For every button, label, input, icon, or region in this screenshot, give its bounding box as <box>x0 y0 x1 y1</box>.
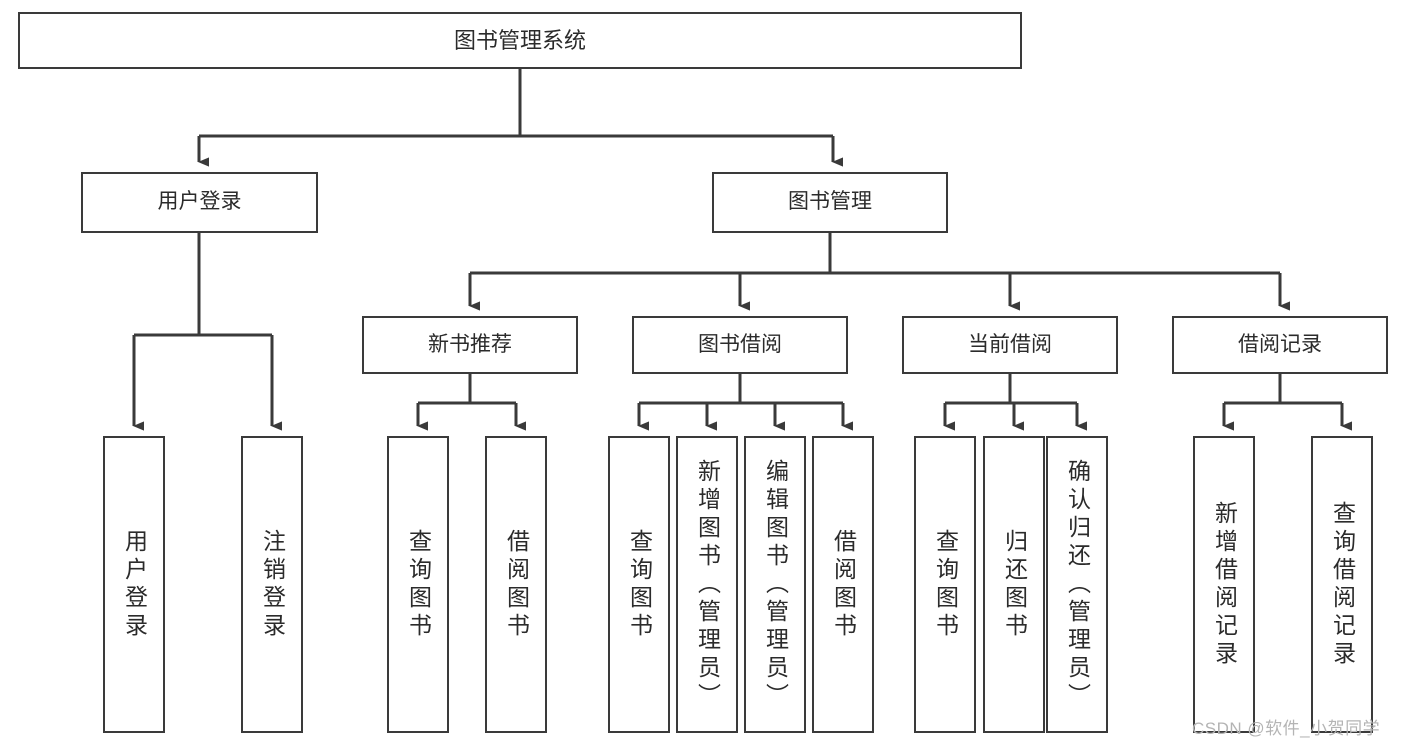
node-leaf-borrow-book-1-label: 借阅图书 <box>503 528 530 641</box>
node-leaf-borrow-book-1[interactable]: 借阅图书 <box>485 436 547 733</box>
node-leaf-borrow-book-2[interactable]: 借阅图书 <box>812 436 874 733</box>
node-leaf-return-book[interactable]: 归还图书 <box>983 436 1045 733</box>
node-new-book-recommend[interactable]: 新书推荐 <box>362 316 578 374</box>
node-new-book-recommend-label: 新书推荐 <box>428 332 512 356</box>
node-leaf-return-book-label: 归还图书 <box>1001 528 1028 641</box>
node-root[interactable]: 图书管理系统 <box>18 12 1022 69</box>
node-leaf-query-record[interactable]: 查询借阅记录 <box>1311 436 1373 733</box>
node-current-borrow[interactable]: 当前借阅 <box>902 316 1118 374</box>
node-leaf-add-book-label: 新增图书（管理员） <box>694 458 721 711</box>
node-book-borrow-label: 图书借阅 <box>698 332 782 356</box>
node-leaf-query-book-1-label: 查询图书 <box>405 528 432 641</box>
node-user-login-label: 用户登录 <box>157 190 242 214</box>
node-leaf-user-login[interactable]: 用户登录 <box>103 436 165 733</box>
node-leaf-confirm-return[interactable]: 确认归还（管理员） <box>1046 436 1108 733</box>
node-leaf-query-record-label: 查询借阅记录 <box>1329 500 1356 669</box>
node-book-manage-label: 图书管理 <box>788 190 872 214</box>
node-leaf-logout[interactable]: 注销登录 <box>241 436 303 733</box>
node-borrow-record-label: 借阅记录 <box>1238 332 1322 356</box>
node-user-login[interactable]: 用户登录 <box>81 172 318 233</box>
node-leaf-logout-label: 注销登录 <box>259 528 286 641</box>
node-leaf-edit-book[interactable]: 编辑图书（管理员） <box>744 436 806 733</box>
node-leaf-query-book-1[interactable]: 查询图书 <box>387 436 449 733</box>
node-leaf-borrow-book-2-label: 借阅图书 <box>830 528 857 641</box>
node-current-borrow-label: 当前借阅 <box>968 332 1052 356</box>
node-leaf-query-book-3-label: 查询图书 <box>932 528 959 641</box>
node-leaf-user-login-label: 用户登录 <box>121 528 148 641</box>
node-leaf-query-book-2[interactable]: 查询图书 <box>608 436 670 733</box>
node-leaf-add-record[interactable]: 新增借阅记录 <box>1193 436 1255 733</box>
node-borrow-record[interactable]: 借阅记录 <box>1172 316 1388 374</box>
node-leaf-add-record-label: 新增借阅记录 <box>1211 500 1238 669</box>
node-leaf-edit-book-label: 编辑图书（管理员） <box>762 458 789 711</box>
node-book-borrow[interactable]: 图书借阅 <box>632 316 848 374</box>
node-root-label: 图书管理系统 <box>453 27 586 53</box>
node-leaf-add-book[interactable]: 新增图书（管理员） <box>676 436 738 733</box>
node-book-manage[interactable]: 图书管理 <box>712 172 948 233</box>
node-leaf-confirm-return-label: 确认归还（管理员） <box>1064 458 1091 711</box>
node-leaf-query-book-2-label: 查询图书 <box>626 528 653 641</box>
node-leaf-query-book-3[interactable]: 查询图书 <box>914 436 976 733</box>
